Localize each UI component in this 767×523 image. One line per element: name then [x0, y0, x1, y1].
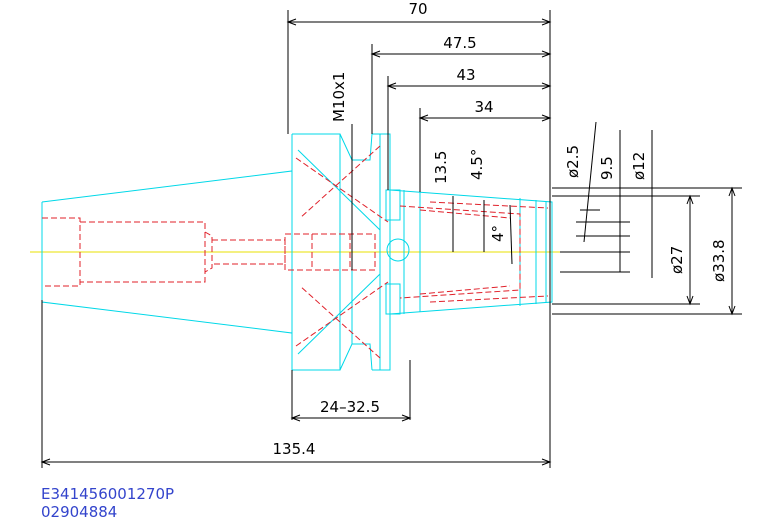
dim-43: 43 [456, 66, 475, 84]
dim-overall-length: 70 [408, 0, 427, 18]
part-code-line2: 02904884 [41, 503, 118, 521]
dim-47-5: 47.5 [443, 34, 476, 52]
dim-total-length: 135.4 [273, 440, 316, 458]
dim-9-5: 9.5 [598, 156, 616, 180]
dim-range: 24–32.5 [320, 398, 380, 416]
dim-13-5: 13.5 [432, 151, 450, 184]
dim-thread: M10x1 [330, 72, 348, 122]
dim-angle-4: 4° [489, 225, 507, 242]
hidden-lines [42, 145, 549, 359]
dimension-lines [40, 10, 742, 468]
dim-dia-12: ø12 [630, 152, 648, 180]
part-code-line1: E341456001270P [41, 485, 175, 503]
dim-angle-4-5: 4.5° [468, 149, 486, 180]
dim-dia-27: ø27 [668, 246, 686, 274]
dim-dia-33-8: ø33.8 [710, 239, 728, 282]
dim-34: 34 [474, 98, 493, 116]
dim-dia-2-5: ø2.5 [564, 145, 582, 178]
